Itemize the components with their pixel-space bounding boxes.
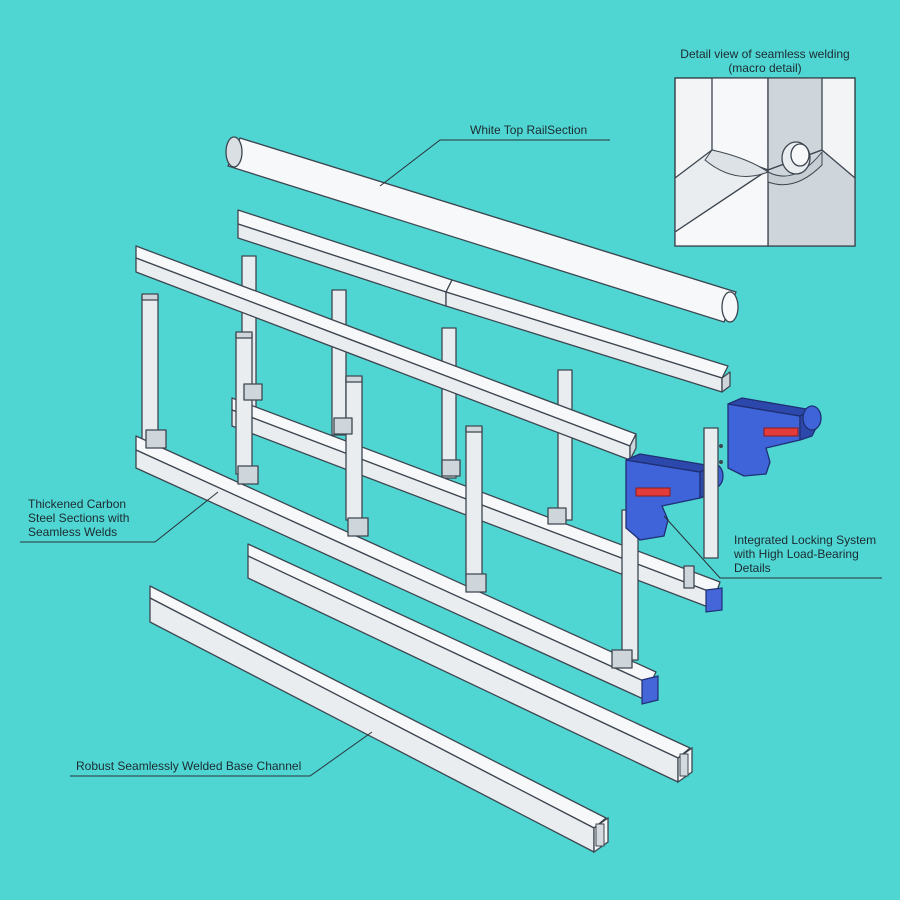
label-top-rail: White Top RailSection bbox=[470, 123, 587, 137]
label-locking-line1: Integrated Locking System bbox=[734, 533, 876, 547]
front-frame bbox=[135, 293, 659, 705]
second-rail bbox=[237, 209, 731, 393]
white-top-rail bbox=[225, 136, 739, 323]
label-carbon-line1: Thickened Carbon bbox=[28, 497, 126, 511]
detail-title-line1: Detail view of seamless welding bbox=[680, 47, 849, 61]
lower-channel bbox=[247, 543, 693, 784]
label-base-channel: Robust Seamlessly Welded Base Channel bbox=[76, 759, 301, 773]
leader-base bbox=[70, 731, 373, 777]
leader-locking bbox=[663, 515, 882, 579]
end-post bbox=[703, 427, 723, 559]
leader-carbon bbox=[20, 491, 219, 543]
label-carbon-line3: Seamless Welds bbox=[28, 525, 117, 539]
detail-title-line2: (macro detail) bbox=[728, 61, 801, 75]
label-carbon-line2: Steel Sections with bbox=[28, 511, 129, 525]
locking-clamp-rear bbox=[727, 397, 822, 477]
label-locking-line3: Details bbox=[734, 561, 771, 575]
label-locking-line2: with High Load-Bearing bbox=[733, 547, 859, 561]
leader-top-rail bbox=[379, 139, 610, 187]
base-channel bbox=[149, 585, 609, 854]
weld-detail-inset bbox=[674, 77, 856, 247]
front-upper-rail bbox=[135, 245, 637, 461]
